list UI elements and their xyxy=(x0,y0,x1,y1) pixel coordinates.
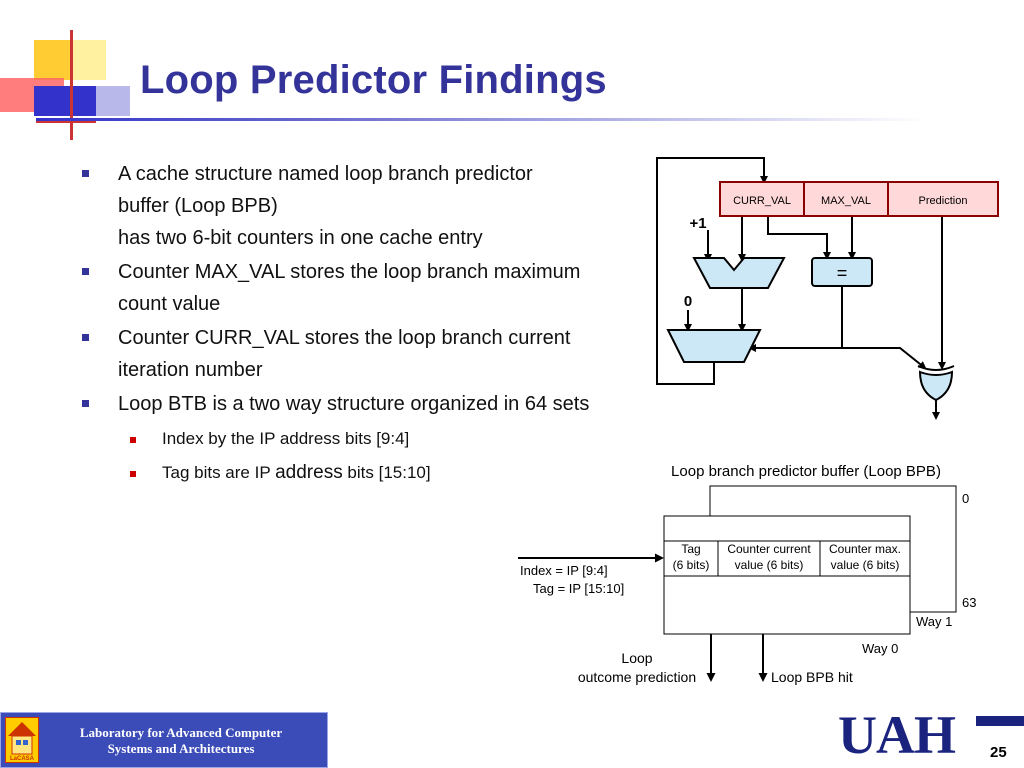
prediction-register xyxy=(887,181,999,217)
bullet-item: A cache structure named loop branch pred… xyxy=(80,158,640,254)
sub-bullet-item: Tag bits are IP address bits [15:10] xyxy=(80,456,640,490)
tag-cell-label: (6 bits) xyxy=(673,558,710,572)
adder-shape xyxy=(692,257,786,289)
bullet-marker xyxy=(82,268,89,275)
set-index-top: 0 xyxy=(962,491,969,506)
bullet-text: count value xyxy=(118,293,221,315)
sub-bullet-text-emphasis: address xyxy=(275,462,343,483)
sub-bullet-text: Index by the IP address bits [9:4] xyxy=(162,429,410,448)
lacasa-logo-text: LaCASA xyxy=(10,756,35,762)
bullet-marker xyxy=(82,170,89,177)
xor-gate-arc xyxy=(917,365,955,371)
bullet-item: Loop BTB is a two way structure organize… xyxy=(80,388,640,420)
title-underline xyxy=(36,118,926,121)
sub-bullet-item: Index by the IP address bits [9:4] xyxy=(80,422,640,456)
uah-logo-bar xyxy=(976,716,1024,726)
bullet-list: A cache structure named loop branch pred… xyxy=(80,158,640,490)
max-val-register xyxy=(803,181,889,217)
bullet-text: Loop BTB is a two way structure organize… xyxy=(118,393,590,415)
compare-to-xor-wire xyxy=(842,347,927,370)
way1-label: Way 1 xyxy=(916,614,952,629)
tag-label: Tag = IP [15:10] xyxy=(533,581,624,596)
outcome-label: Loop xyxy=(621,650,652,666)
uah-logo: UAH xyxy=(838,705,956,765)
lab-footer: LaCASA Laboratory for Advanced Computer … xyxy=(0,712,328,768)
tag-cell-label: Tag xyxy=(681,542,700,556)
counter-current-label: value (6 bits) xyxy=(735,558,804,572)
bullet-text: Counter MAX_VAL stores the loop branch m… xyxy=(118,261,581,283)
counter-current-label: Counter current xyxy=(727,542,811,556)
sub-bullet-marker xyxy=(130,471,136,477)
plus-one-label: +1 xyxy=(689,215,706,232)
page-number: 25 xyxy=(990,744,1007,761)
lab-name-line: Laboratory for Advanced Computer xyxy=(79,725,283,740)
slide-title: Loop Predictor Findings xyxy=(140,58,607,102)
counter-max-cell xyxy=(819,540,911,577)
lab-name: Laboratory for Advanced Computer Systems… xyxy=(45,725,317,757)
sub-bullet-text: bits [15:10] xyxy=(342,463,431,482)
bullet-text: iteration number xyxy=(118,359,263,381)
comparator-box xyxy=(811,257,873,287)
tag-cell xyxy=(663,540,719,577)
lab-name-line: Systems and Architectures xyxy=(107,741,255,756)
corner-decoration xyxy=(0,0,140,150)
feedback-wire xyxy=(656,157,768,385)
counter-max-label: value (6 bits) xyxy=(831,558,900,572)
sub-bullet-marker xyxy=(130,437,136,443)
loop-bpb-title: Loop branch predictor buffer (Loop BPB) xyxy=(671,463,941,480)
zero-label: 0 xyxy=(684,293,692,310)
bullet-item: Counter MAX_VAL stores the loop branch m… xyxy=(80,256,640,320)
curr-val-register xyxy=(719,181,805,217)
bullet-text: A cache structure named loop branch pred… xyxy=(118,163,533,185)
counter-current-cell xyxy=(717,540,821,577)
loop-predictor-circuit: CURR_VAL MAX_VAL Prediction +1 0 = xyxy=(656,157,999,420)
outcome-label: outcome prediction xyxy=(578,669,696,685)
xor-gate-shape xyxy=(918,370,954,402)
equals-label: = xyxy=(837,263,848,283)
mux-shape xyxy=(666,329,762,363)
bullet-marker xyxy=(82,400,89,407)
bullet-text: has two 6-bit counters in one cache entr… xyxy=(118,227,483,249)
index-label: Index = IP [9:4] xyxy=(520,563,608,578)
curr-to-compare-wire xyxy=(767,216,831,260)
loop-bpb-diagram: Loop branch predictor buffer (Loop BPB) … xyxy=(518,463,976,685)
set-index-bottom: 63 xyxy=(962,595,976,610)
max-val-label: MAX_VAL xyxy=(821,195,871,207)
curr-val-label: CURR_VAL xyxy=(733,195,791,207)
bullet-text: buffer (Loop BPB) xyxy=(118,195,278,217)
counter-max-label: Counter max. xyxy=(829,542,901,556)
prediction-label: Prediction xyxy=(919,195,968,207)
sub-bullet-text: Tag bits are IP xyxy=(162,463,276,482)
bullet-item: Counter CURR_VAL stores the loop branch … xyxy=(80,322,640,386)
lacasa-logo: LaCASA xyxy=(5,717,39,763)
bullet-text: Counter CURR_VAL stores the loop branch … xyxy=(118,327,571,349)
bullet-marker xyxy=(82,334,89,341)
hit-label: Loop BPB hit xyxy=(771,669,853,685)
way0-label: Way 0 xyxy=(862,641,898,656)
